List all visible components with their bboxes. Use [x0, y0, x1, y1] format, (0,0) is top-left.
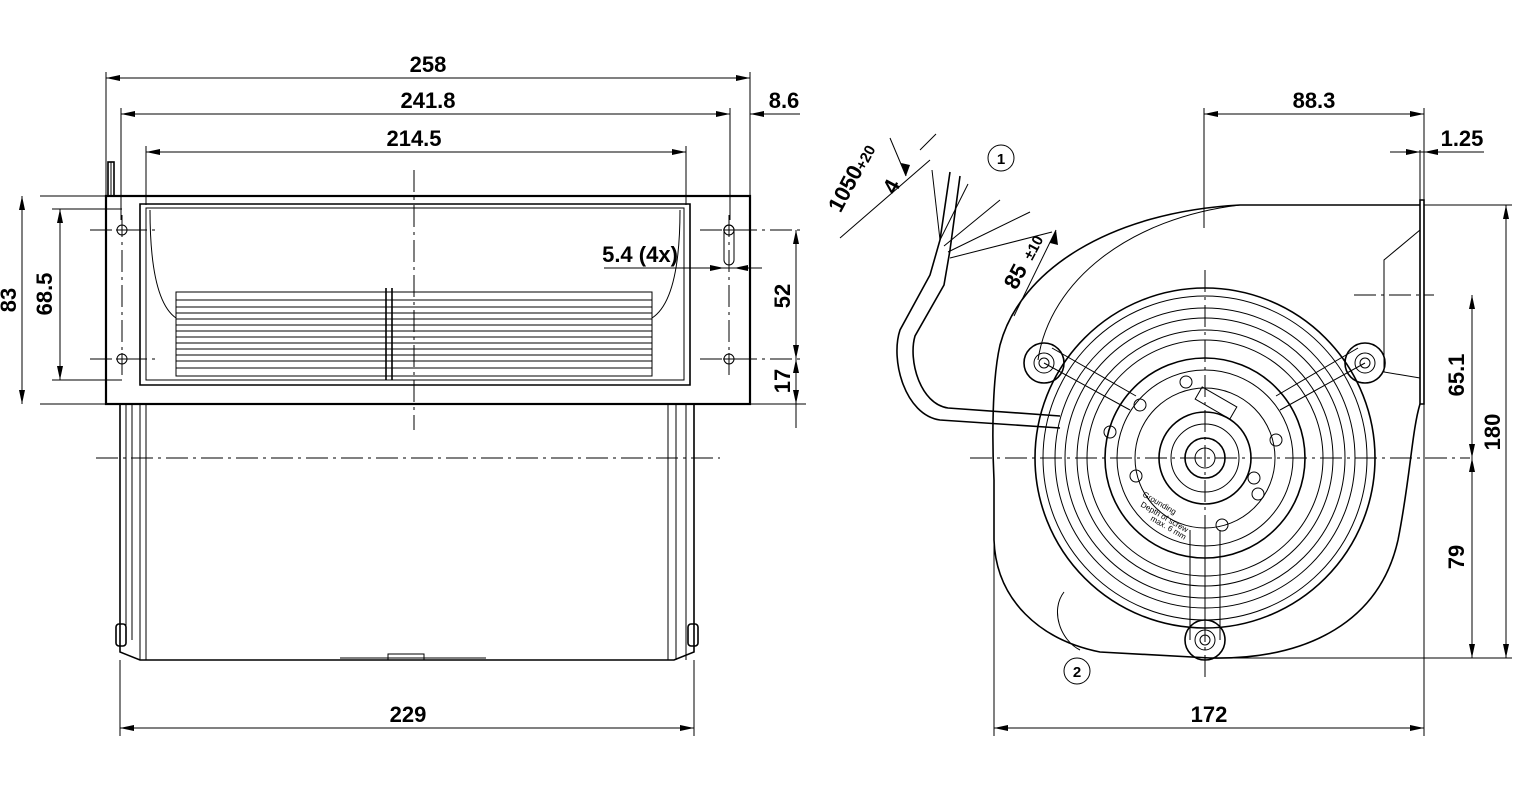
dim-88-3: 88.3	[1293, 88, 1336, 113]
side-view: 88.3 1.25	[823, 88, 1512, 736]
dim-241-8: 241.8	[400, 88, 455, 113]
mount-ear-right	[1344, 342, 1386, 384]
callout-1-label: 1	[997, 151, 1005, 168]
dim-52: 52	[770, 284, 795, 308]
dim-258: 258	[410, 52, 447, 77]
dim-214-5: 214.5	[386, 126, 441, 151]
dim-85-tolerance: ±10	[1021, 233, 1048, 263]
dim-68-5: 68.5	[32, 273, 57, 316]
callout-1: 1	[987, 144, 1015, 172]
dim-17: 17	[770, 369, 795, 393]
dim-4: 4	[877, 175, 905, 198]
dim-79: 79	[1444, 545, 1469, 569]
dim-180: 180	[1480, 414, 1505, 451]
dim-8-6: 8.6	[769, 88, 800, 113]
housing-body	[115, 404, 699, 661]
dim-1-25: 1.25	[1441, 126, 1484, 151]
dim-65-1: 65.1	[1444, 354, 1469, 397]
front-view: 258 241.8 8.6 214.5	[0, 52, 806, 736]
dim-83: 83	[0, 288, 21, 312]
dim-229: 229	[390, 702, 427, 727]
dim-172: 172	[1191, 702, 1228, 727]
scroll-housing	[992, 204, 1421, 659]
callout-2: 2	[1063, 657, 1091, 685]
dim-5-4-4x: 5.4 (4x)	[602, 242, 678, 267]
cable	[896, 169, 1061, 429]
callout-2-label: 2	[1073, 664, 1081, 681]
